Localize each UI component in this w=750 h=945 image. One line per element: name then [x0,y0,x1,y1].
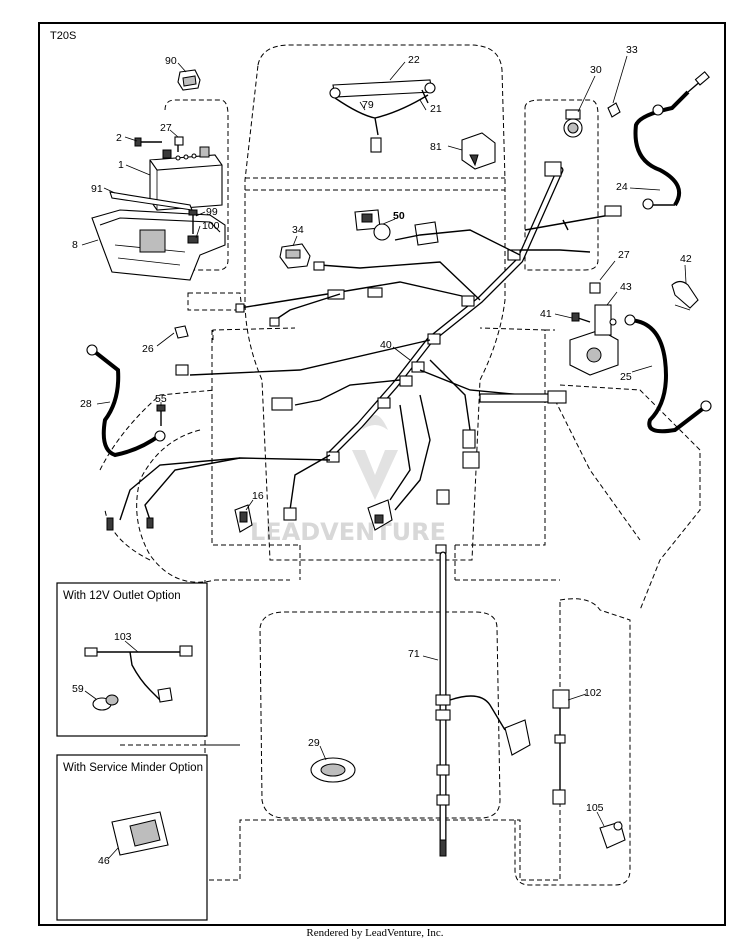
leader-lines [81,55,687,860]
model-code: T20S [50,30,77,42]
part-29-grommet [310,757,356,783]
label-16: 16 [252,490,264,502]
inset-title-12v-outlet: With 12V Outlet Option [63,590,181,602]
part-105-switch [599,821,626,849]
label-27-top: 27 [160,122,172,134]
footer-credit: Rendered by LeadVenture, Inc. [306,927,444,939]
tractor-outline [99,44,701,886]
label-29: 29 [308,737,320,749]
part-27-terminal-nut [589,282,601,294]
label-50: 50 [393,210,405,222]
watermark: LEADVENTURE [250,415,446,546]
part-55-screw [156,404,166,426]
part-30-ignition-switch [563,109,583,138]
label-41: 41 [540,308,552,320]
label-8: 8 [72,239,78,251]
part-34-pto-switch [279,243,311,269]
label-22: 22 [408,54,420,66]
label-1: 1 [118,159,124,171]
part-8-battery-tray [91,209,226,281]
label-103: 103 [114,631,132,643]
label-27-right: 27 [618,249,630,261]
label-46: 46 [98,855,110,867]
label-55: 55 [155,393,167,405]
watermark-text: LEADVENTURE [250,518,446,546]
part-26-fuse [174,325,189,339]
label-33: 33 [626,44,638,56]
label-40: 40 [380,339,392,351]
label-71: 71 [408,648,420,660]
label-81: 81 [430,141,442,153]
label-105: 105 [586,802,604,814]
label-26: 26 [142,343,154,355]
part-24-battery-cable [633,71,710,210]
part-16-connector [234,504,253,533]
part-99-bolt [188,209,198,234]
diagram-frame [38,22,726,926]
label-42: 42 [680,253,692,265]
part-2-bolt [134,137,162,147]
part-27-nut [174,136,184,152]
label-102: 102 [584,687,602,699]
part-50-seat-switch [354,209,439,246]
part-81-relay [461,132,496,170]
part-21-bulb [421,89,429,104]
label-21: 21 [430,103,442,115]
part-42-terminal-cover [671,280,699,311]
part-25-starter-cable [624,314,712,434]
label-30: 30 [590,64,602,76]
label-100: 100 [202,220,220,232]
part-102-switch [552,689,570,805]
inset-12v-outlet [56,582,208,737]
part-100-nut [187,235,199,244]
label-43: 43 [620,281,632,293]
label-99: 99 [206,206,218,218]
inset-service-minder [56,754,208,921]
part-28-ground-cable [86,344,166,458]
part-41-bolt [571,312,591,323]
part-90-connector [177,69,201,91]
label-90: 90 [165,55,177,67]
label-59: 59 [72,683,84,695]
label-25: 25 [620,371,632,383]
part-22-headlight-bracket [329,79,436,99]
part-79-wire [334,94,429,153]
label-24: 24 [616,181,628,193]
label-28: 28 [80,398,92,410]
part-33-key [607,102,621,118]
label-91: 91 [91,183,103,195]
label-79: 79 [362,99,374,111]
label-2: 2 [116,132,122,144]
label-34: 34 [292,224,304,236]
inset-title-service-minder: With Service Minder Option [63,762,203,774]
part-71-rear-harness [435,489,531,857]
part-number-labels: 90 2 27 1 91 99 100 8 22 79 21 81 30 33 … [72,44,692,867]
part-43-starter-solenoid [569,304,619,376]
part-40-main-harness [106,161,622,531]
